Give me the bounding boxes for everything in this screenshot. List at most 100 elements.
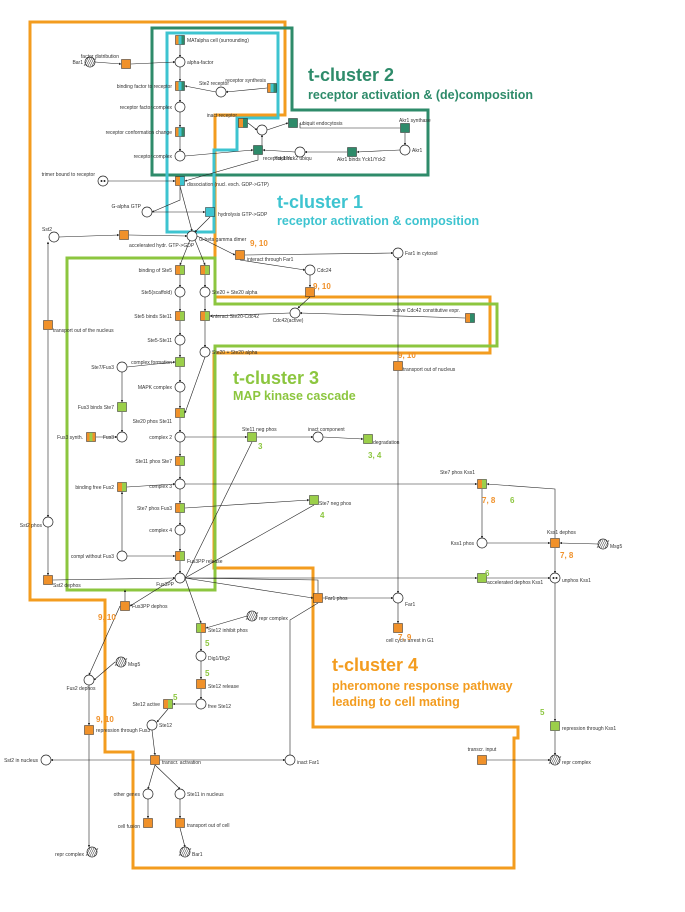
source-place-p33[interactable] xyxy=(178,846,192,858)
transition-t44[interactable] xyxy=(477,755,487,765)
transition-t26[interactable] xyxy=(120,601,130,611)
transition-t30[interactable] xyxy=(121,59,131,69)
transition-t13[interactable] xyxy=(175,311,185,321)
transition-t40[interactable] xyxy=(477,479,487,489)
annotation-a11: 9, 10 xyxy=(98,613,116,622)
place-p32[interactable] xyxy=(392,247,404,259)
transition-t34[interactable] xyxy=(43,575,53,585)
place-p3[interactable] xyxy=(174,101,186,113)
transition-t20[interactable] xyxy=(175,551,185,561)
transition-t8[interactable] xyxy=(305,287,315,297)
transition-t28[interactable] xyxy=(143,818,153,828)
place-p6[interactable] xyxy=(141,206,153,218)
place-p8[interactable] xyxy=(304,264,316,276)
place-p35[interactable] xyxy=(42,516,54,528)
label-p40: Akr1 xyxy=(412,148,423,154)
place-p30[interactable] xyxy=(142,788,154,800)
transition-t45[interactable] xyxy=(288,118,298,128)
source-place-p33b[interactable] xyxy=(114,656,128,668)
transition-t1[interactable] xyxy=(175,35,185,45)
transition-t24[interactable] xyxy=(163,699,173,709)
place-p11[interactable] xyxy=(174,286,186,298)
place-p37[interactable] xyxy=(312,431,324,443)
place-p32b[interactable] xyxy=(392,592,404,604)
place-p25[interactable] xyxy=(146,719,158,731)
transition-t10[interactable] xyxy=(200,265,210,275)
transition-t32[interactable] xyxy=(309,495,319,505)
transition-t2[interactable] xyxy=(175,81,185,91)
place-p21[interactable] xyxy=(116,550,128,562)
place-p29[interactable] xyxy=(174,788,186,800)
transition-t9[interactable] xyxy=(465,313,475,323)
place-p13[interactable] xyxy=(116,431,128,443)
place-p24[interactable] xyxy=(195,698,207,710)
transition-t25[interactable] xyxy=(150,755,160,765)
transition-t42b[interactable] xyxy=(550,538,560,548)
transition-t4b[interactable] xyxy=(86,432,96,442)
transition-t46[interactable] xyxy=(347,147,357,157)
place-p2[interactable] xyxy=(215,86,227,98)
place-p9[interactable] xyxy=(289,307,301,319)
place-p14[interactable] xyxy=(116,361,128,373)
transition-t19[interactable] xyxy=(175,503,185,513)
annotation-a12: 7, 9 xyxy=(398,633,412,642)
place-p27[interactable] xyxy=(83,674,95,686)
transition-t4[interactable] xyxy=(175,127,185,137)
transition-t42[interactable] xyxy=(238,118,248,128)
place-p4[interactable] xyxy=(174,150,186,162)
place-p15[interactable] xyxy=(174,381,186,393)
place-p10[interactable] xyxy=(199,286,211,298)
transition-t31[interactable] xyxy=(313,593,323,603)
transition-t38[interactable] xyxy=(363,434,373,444)
transition-t23[interactable] xyxy=(196,679,206,689)
transition-t15[interactable] xyxy=(175,357,185,367)
transition-t36[interactable] xyxy=(119,230,129,240)
place-p10b[interactable] xyxy=(199,346,211,358)
transition-t5[interactable] xyxy=(175,176,185,186)
transition-t43b[interactable] xyxy=(550,721,560,731)
place-p42[interactable] xyxy=(256,124,268,136)
place-p12[interactable] xyxy=(174,334,186,346)
place-p20[interactable] xyxy=(174,572,186,584)
place-p41[interactable] xyxy=(294,146,306,158)
transition-t39[interactable] xyxy=(175,818,185,828)
place-p7[interactable] xyxy=(186,230,198,242)
source-place-p22[interactable] xyxy=(245,610,259,622)
transition-t17[interactable] xyxy=(253,145,263,155)
transition-t37[interactable] xyxy=(247,432,257,442)
transition-t35[interactable] xyxy=(43,320,53,330)
place-p34[interactable] xyxy=(40,754,52,766)
transition-t6[interactable] xyxy=(205,207,215,217)
transition-t21[interactable] xyxy=(117,482,127,492)
place-p18[interactable] xyxy=(174,524,186,536)
transition-t16[interactable] xyxy=(117,402,127,412)
source-place-p38[interactable] xyxy=(548,754,562,766)
place-p5[interactable] xyxy=(97,175,109,187)
label-p29: Ste11 in nucleus xyxy=(187,792,224,798)
place-p40[interactable] xyxy=(399,144,411,156)
transition-t22[interactable] xyxy=(196,623,206,633)
transition-t17b[interactable] xyxy=(175,408,185,418)
transition-t12[interactable] xyxy=(175,265,185,275)
transition-t7[interactable] xyxy=(235,250,245,260)
transition-t11[interactable] xyxy=(200,311,210,321)
transition-t29[interactable] xyxy=(393,623,403,633)
place-p39[interactable] xyxy=(549,572,561,584)
source-place-p26[interactable] xyxy=(596,538,610,550)
source-place-p22b[interactable] xyxy=(85,846,99,858)
place-p28[interactable] xyxy=(476,537,488,549)
annotation-a2: 9, 10 xyxy=(313,282,331,291)
place-p17[interactable] xyxy=(174,431,186,443)
source-place-p23[interactable] xyxy=(83,56,97,68)
place-p1[interactable] xyxy=(174,56,186,68)
transition-t43[interactable] xyxy=(400,123,410,133)
place-p31[interactable] xyxy=(284,754,296,766)
transition-t27[interactable] xyxy=(84,725,94,735)
transition-t3[interactable] xyxy=(267,83,277,93)
transition-t41[interactable] xyxy=(477,573,487,583)
place-p19[interactable] xyxy=(174,478,186,490)
transition-t33[interactable] xyxy=(393,361,403,371)
place-p23b[interactable] xyxy=(195,650,207,662)
place-p36[interactable] xyxy=(48,231,60,243)
transition-t18[interactable] xyxy=(175,456,185,466)
